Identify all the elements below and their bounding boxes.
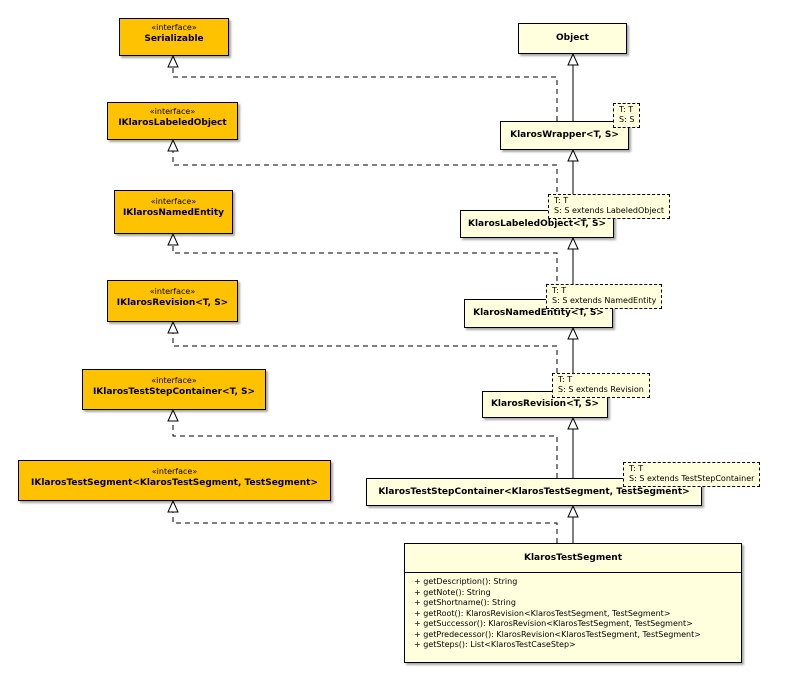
- arrowhead-isegment: [167, 499, 179, 513]
- interface-name: IKlarosLabeledObject: [118, 118, 227, 128]
- class-klaros-wrapper: KlarosWrapper<T, S>: [500, 121, 629, 150]
- type-params-klaros-named-entity: T: T S: S extends NamedEntity: [546, 284, 663, 309]
- method-get-steps: + getSteps(): List<KlarosTestCaseStep>: [414, 640, 576, 649]
- interface-stereotype: «interface»: [151, 23, 197, 32]
- arrowhead-named: [567, 326, 579, 340]
- method-get-shortname: + getShortname(): String: [414, 598, 516, 607]
- class-name: KlarosWrapper<T, S>: [510, 130, 619, 140]
- arrowhead-revision: [567, 416, 579, 430]
- type-param-s: S: S extends LabeledObject: [554, 206, 665, 215]
- realize-line-named-inamed: [172, 244, 558, 299]
- class-object: Object: [518, 23, 627, 54]
- arrowhead-labeled: [567, 236, 579, 250]
- method-get-predecessor: + getPredecessor(): KlarosRevision<Klaro…: [414, 629, 701, 639]
- interface-stereotype: «interface»: [149, 287, 196, 296]
- interface-stereotype: «interface»: [150, 197, 197, 206]
- type-param-s: S: S: [619, 115, 635, 124]
- realize-line-wrapper-serializable: [172, 66, 558, 121]
- realize-line-revision-irevision: [172, 332, 558, 391]
- class-name: KlarosRevision<T, S>: [490, 399, 600, 409]
- type-param-t: T: T: [619, 105, 634, 114]
- arrowhead-ilabeled: [167, 138, 179, 152]
- class-name: KlarosTestStepContainer<KlarosTestSegmen…: [378, 487, 690, 497]
- type-params-klaros-wrapper: T: T S: S: [613, 103, 641, 128]
- interface-iklaros-test-step-container: «interface» IKlarosTestStepContainer<T, …: [82, 369, 266, 410]
- type-params-klaros-test-step-container: T: T S: S extends TestStepContainer: [623, 462, 761, 487]
- type-params-klaros-revision: T: T S: S extends Revision: [552, 373, 650, 398]
- type-param-t: T: T: [629, 464, 644, 473]
- realize-line-container-icontainer: [172, 420, 558, 478]
- type-param-t: T: T: [552, 286, 567, 295]
- class-name: KlarosNamedEntity<T, S>: [473, 308, 604, 318]
- interface-stereotype: «interface»: [149, 107, 196, 116]
- method-list: + getDescription(): String + getNote(): …: [405, 573, 741, 651]
- interface-iklaros-revision: «interface» IKlarosRevision<T, S>: [107, 280, 238, 322]
- arrowhead-serializable: [167, 54, 179, 68]
- type-param-s: S: S extends Revision: [558, 385, 644, 394]
- interface-name: IKlarosRevision<T, S>: [116, 298, 229, 308]
- arrowhead-inamed: [167, 232, 179, 246]
- arrowhead-object: [567, 52, 579, 66]
- interface-iklaros-test-segment: «interface» IKlarosTestSegment<KlarosTes…: [18, 460, 331, 501]
- class-name: KlarosTestSegment: [405, 544, 741, 573]
- type-param-t: T: T: [558, 375, 573, 384]
- type-param-s: S: S extends NamedEntity: [552, 296, 657, 305]
- interface-name: IKlarosTestSegment<KlarosTestSegment, Te…: [31, 478, 318, 488]
- interface-name: IKlarosTestStepContainer<T, S>: [92, 387, 256, 397]
- method-get-successor: + getSuccessor(): KlarosRevision<KlarosT…: [414, 619, 693, 628]
- interface-stereotype: «interface»: [151, 467, 198, 476]
- arrowhead-wrapper: [567, 148, 579, 162]
- class-name: KlarosLabeledObject<T, S>: [468, 219, 606, 229]
- type-param-s: S: S extends TestStepContainer: [629, 474, 755, 483]
- class-klaros-test-segment: KlarosTestSegment + getDescription(): St…: [404, 543, 742, 663]
- type-params-klaros-labeled-object: T: T S: S extends LabeledObject: [548, 194, 671, 219]
- realize-line-segment-isegment: [172, 511, 558, 543]
- arrowhead-container: [567, 504, 579, 518]
- interface-name: Serializable: [144, 34, 204, 44]
- interface-serializable: «interface» Serializable: [119, 18, 229, 56]
- interface-stereotype: «interface»: [151, 376, 197, 385]
- method-get-root: + getRoot(): KlarosRevision<KlarosTestSe…: [414, 608, 671, 618]
- method-get-note: + getNote(): String: [414, 587, 491, 597]
- arrowhead-icontainer: [167, 408, 179, 422]
- realize-line-labeled-ilabeled: [172, 150, 558, 210]
- method-get-description: + getDescription(): String: [414, 577, 518, 586]
- interface-iklaros-labeled-object: «interface» IKlarosLabeledObject: [107, 102, 238, 140]
- interface-iklaros-named-entity: «interface» IKlarosNamedEntity: [114, 190, 233, 234]
- type-param-t: T: T: [554, 196, 569, 205]
- interface-name: IKlarosNamedEntity: [122, 208, 225, 218]
- arrowhead-irevision: [167, 320, 179, 334]
- class-name: Object: [556, 33, 589, 43]
